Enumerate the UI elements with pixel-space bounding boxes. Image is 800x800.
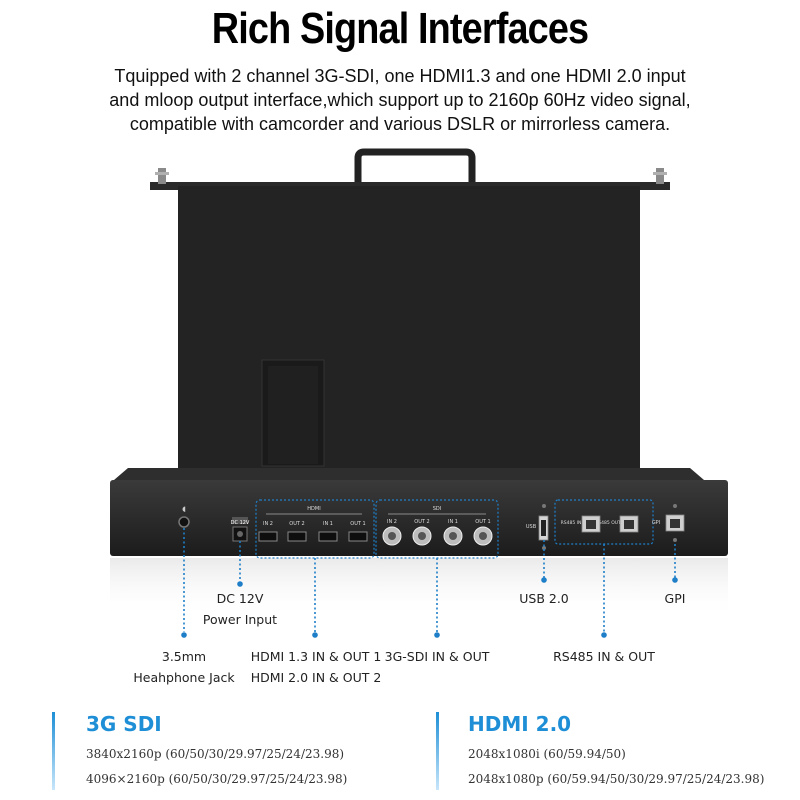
svg-text:SDI: SDI xyxy=(433,506,442,512)
hdmi-ports: IN 2 OUT 2 IN 1 OUT 1 xyxy=(258,521,368,542)
svg-text:IN 1: IN 1 xyxy=(323,521,333,527)
description: Tquipped with 2 channel 3G-SDI, one HDMI… xyxy=(40,64,760,136)
description-line-2: and mloop output interface,which support… xyxy=(109,90,691,110)
svg-text:OUT 2: OUT 2 xyxy=(414,519,429,525)
spec-sdi-line-1: 3840x2160p (60/50/30/29.97/25/24/23.98) xyxy=(86,747,345,761)
spec-sdi-line-2: 4096×2160p (60/50/30/29.97/25/24/23.98) xyxy=(86,772,348,786)
spec-hdmi-line-2: 2048x1080p (60/59.94/50/30/29.97/25/24/2… xyxy=(468,772,765,786)
chassis-top xyxy=(114,468,704,480)
hdmi-highlight xyxy=(255,499,375,559)
svg-text:OUT 1: OUT 1 xyxy=(350,521,365,527)
spec-heading-hdmi: HDMI 2.0 xyxy=(468,712,572,736)
label-usb: USB 2.0 xyxy=(519,591,569,606)
screw-left xyxy=(155,168,169,184)
description-line-3: compatible with camcorder and various DS… xyxy=(129,114,671,134)
description-line-1: Tquipped with 2 channel 3G-SDI, one HDMI… xyxy=(114,66,686,86)
svg-text:GPI: GPI xyxy=(652,520,660,526)
screw-right xyxy=(653,168,667,184)
spec-heading-sdi: 3G SDI xyxy=(86,712,162,736)
label-sdi: 3G-SDI IN & OUT xyxy=(384,649,490,664)
label-dc-power: DC 12V Power Input xyxy=(202,591,278,627)
svg-text:RS485 OUT: RS485 OUT xyxy=(595,520,621,526)
svg-text:RS485 IN: RS485 IN xyxy=(561,520,582,526)
label-rs485: RS485 IN & OUT xyxy=(553,649,655,664)
accent-bar-hdmi xyxy=(436,712,439,790)
svg-text:IN 2: IN 2 xyxy=(387,519,397,525)
svg-text:IN 2: IN 2 xyxy=(263,521,273,527)
carry-handle xyxy=(354,148,476,186)
label-gpi: GPI xyxy=(664,591,686,606)
svg-text:IN 1: IN 1 xyxy=(448,519,458,525)
accent-bar-sdi xyxy=(52,712,55,790)
label-hdmi: HDMI 1.3 IN & OUT 1 HDMI 2.0 IN & OUT 2 xyxy=(250,649,382,685)
page-title: Rich Signal Interfaces xyxy=(211,4,589,53)
svg-text:OUT 1: OUT 1 xyxy=(475,519,490,525)
screen-back xyxy=(178,186,640,468)
reflection xyxy=(110,558,728,618)
svg-text:OUT 2: OUT 2 xyxy=(289,521,304,527)
spec-hdmi-line-1: 2048x1080i (60/59.94/50) xyxy=(468,747,626,761)
sdi-ports: IN 2 OUT 2 IN 1 OUT 1 xyxy=(382,519,493,546)
svg-text:USB: USB xyxy=(526,524,537,530)
svg-text:HDMI: HDMI xyxy=(307,506,320,512)
label-headphone-jack: 3.5mm Heahphone Jack xyxy=(133,649,235,685)
svg-text:◖: ◖ xyxy=(182,505,186,513)
dc-port-label: DC 12V xyxy=(231,520,250,526)
